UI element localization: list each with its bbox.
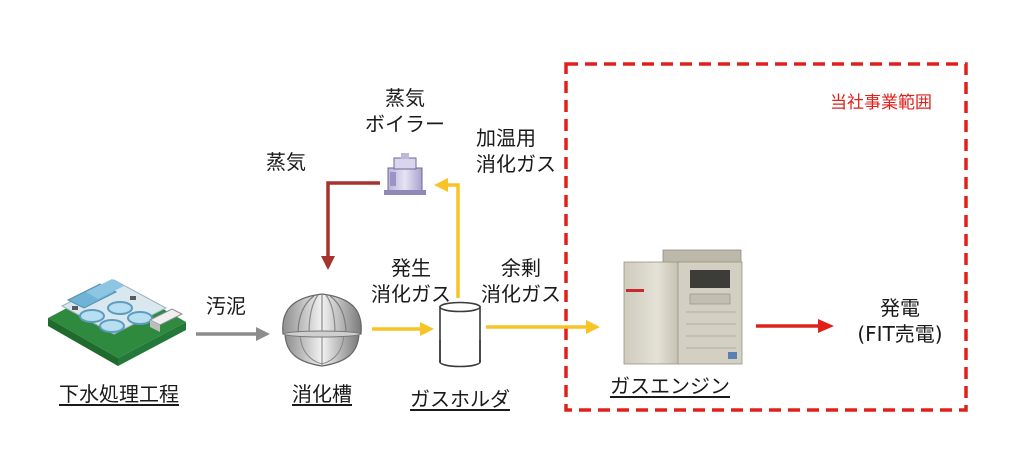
sludge-label: 汚泥	[206, 294, 246, 318]
generated-gas-arrow	[372, 322, 434, 336]
surplus-gas-label-line1: 余剰	[501, 256, 541, 280]
steam-label: 蒸気	[266, 150, 306, 174]
generated-gas-label-line1: 発生	[391, 256, 431, 280]
steam-arrow	[321, 181, 380, 270]
power-generation-label-line1: 発電	[880, 296, 920, 320]
steam-boiler-icon	[384, 153, 426, 195]
digester-tank-icon	[282, 293, 362, 367]
generated-gas-label-line2: 消化ガス	[371, 282, 451, 306]
steam-boiler-label-line2: ボイラー	[365, 112, 445, 136]
surplus-gas-label-line2: 消化ガス	[481, 282, 561, 306]
steam-boiler-label-line1: 蒸気	[385, 86, 425, 110]
sewage-plant-icon	[48, 279, 186, 366]
heating-gas-label-line1: 加温用	[476, 126, 536, 150]
gas-holder-label: ガスホルダ	[410, 387, 510, 411]
gas-engine-icon	[623, 249, 743, 365]
gas-engine-label: ガスエンジン	[610, 374, 730, 398]
business-scope-label: 当社事業範囲	[830, 93, 932, 113]
sewage-treatment-label: 下水処理工程	[59, 382, 179, 406]
power-generation-label-line2: (FIT売電)	[857, 322, 943, 346]
digester-label: 消化槽	[292, 382, 352, 406]
business-scope-border	[564, 62, 968, 412]
gas-holder-icon	[439, 301, 481, 368]
sludge-arrow	[196, 327, 270, 341]
heating-gas-arrow	[434, 178, 460, 298]
heating-gas-label-line2: 消化ガス	[476, 152, 556, 176]
surplus-gas-arrow	[486, 320, 600, 334]
power-output-arrow	[756, 319, 834, 333]
